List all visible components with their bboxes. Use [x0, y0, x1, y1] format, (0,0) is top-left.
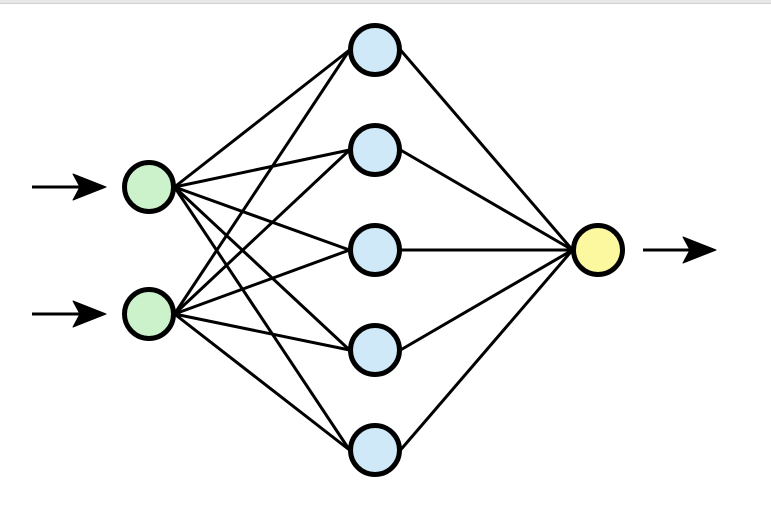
window-top-border	[0, 0, 771, 4]
edge-h4-o1	[399, 248, 574, 352]
edges-layer	[173, 48, 574, 452]
edge-i2-h4	[174, 312, 350, 352]
arrows-layer	[32, 173, 717, 328]
input-node-1	[122, 160, 176, 214]
hidden-node-1	[348, 23, 402, 77]
edge-i2-h1	[173, 49, 351, 315]
input-arrow-2	[32, 300, 107, 328]
hidden-node-5	[348, 423, 402, 477]
hidden-node-3	[348, 223, 402, 277]
edge-i1-h1	[173, 48, 351, 189]
edge-i1-h5	[173, 186, 351, 451]
input-arrow-1	[32, 173, 107, 201]
edge-h2-o1	[399, 148, 574, 252]
edge-i1-h4	[173, 185, 351, 352]
hidden-node-4	[348, 323, 402, 377]
edge-h1-o1	[399, 49, 574, 251]
input-node-2	[122, 287, 176, 341]
input-arrow-1-head	[72, 173, 107, 201]
edge-i2-h2	[173, 148, 351, 316]
edge-i2-h3	[173, 248, 351, 316]
nodes-layer	[122, 23, 625, 477]
input-arrow-2-head	[72, 300, 107, 328]
edge-i2-h5	[173, 312, 351, 452]
output-node-1	[571, 223, 625, 277]
edge-h5-o1	[399, 249, 574, 451]
hidden-node-2	[348, 123, 402, 177]
edge-i1-h2	[174, 148, 350, 189]
output-arrow	[643, 236, 717, 264]
output-arrow-head	[682, 236, 717, 264]
edge-i1-h3	[173, 185, 351, 252]
